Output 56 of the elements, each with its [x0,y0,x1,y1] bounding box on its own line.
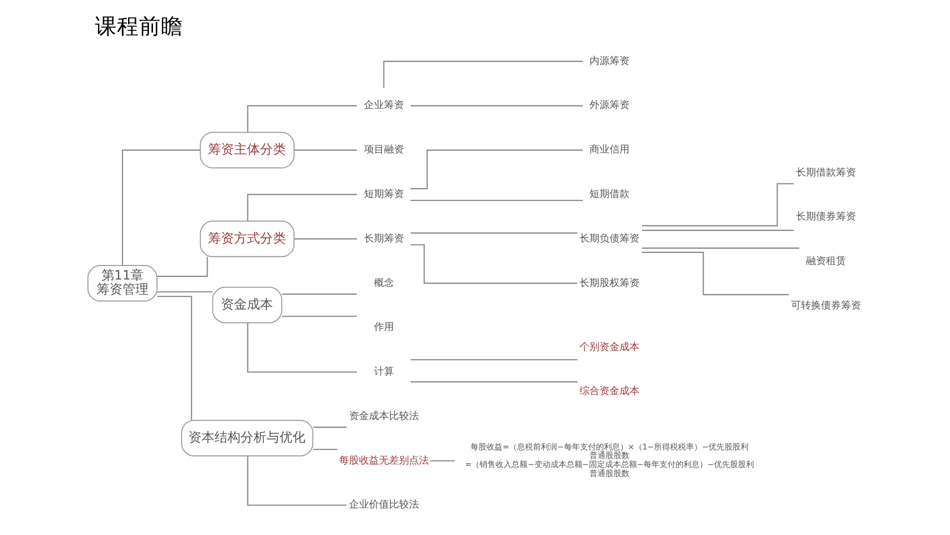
node-text: 资金成本比较法 [348,410,418,422]
connector [282,316,356,317]
node-text: 可转换债券筹资 [790,300,861,312]
node-text: 短期筹资 [363,188,404,200]
node-text: 企业价值比较法 [348,500,418,511]
connector [410,232,577,234]
connector [312,426,346,428]
node-box: 资本结构分析与优化 [180,420,313,456]
node-text: 外源筹资 [589,100,630,112]
node-text: 每股收益=（息税前利润−每年支付的利息）×（1−所得税税率）−优先股股利 普通股股数 =（销售收入总额−变动成本总额−固定成本总额−每年支付的利息）−优先股股利 普通股股数 [464,442,754,478]
connector [246,322,356,373]
connector [312,448,337,450]
diagram-title: 课程前瞻 [94,14,183,40]
node-box: 第11章 筹资管理 [86,265,157,302]
connector [246,194,356,222]
node-text: 综合资金成本 [579,386,640,398]
connector [641,252,788,296]
connector [121,150,200,266]
connector [246,105,356,132]
node-text: 商业信用 [589,144,630,156]
connector [156,291,212,292]
connector [294,150,357,151]
connector [294,238,357,240]
node-text: 长期债券筹资 [796,212,856,223]
connector [642,248,799,249]
connector [430,460,454,462]
connector [410,381,577,382]
node-text: 长期股权筹资 [579,278,640,289]
connector [410,359,577,360]
connector [642,230,794,231]
connector [410,244,577,284]
connector [410,105,582,106]
node-text: 企业筹资 [363,100,404,112]
connector [246,456,346,506]
node-box: 筹资方式分类 [199,220,294,258]
node-text: 个别资金成本 [579,342,640,353]
node-text: 内源筹资 [589,56,630,67]
node-text: 短期借款 [589,188,630,200]
connector [282,294,356,295]
node-box: 资金成本 [212,286,282,324]
node-text: 作用 [373,322,394,334]
node-text: 每股收益无差别点法 [338,455,428,466]
node-text: 项目融资 [363,144,404,156]
connector [410,200,582,202]
node-text: 计算 [373,366,394,378]
connector [410,150,582,190]
node-text: 融资租赁 [806,256,846,268]
node-text: 概念 [373,278,394,289]
connector [156,296,192,420]
node-text: 长期负债筹资 [579,233,640,244]
connector [156,256,208,277]
node-text: 长期借款筹资 [796,167,856,178]
node-text: 长期筹资 [363,233,404,244]
node-box: 筹资主体分类 [199,132,294,168]
connector [641,183,794,226]
connector [382,60,582,88]
